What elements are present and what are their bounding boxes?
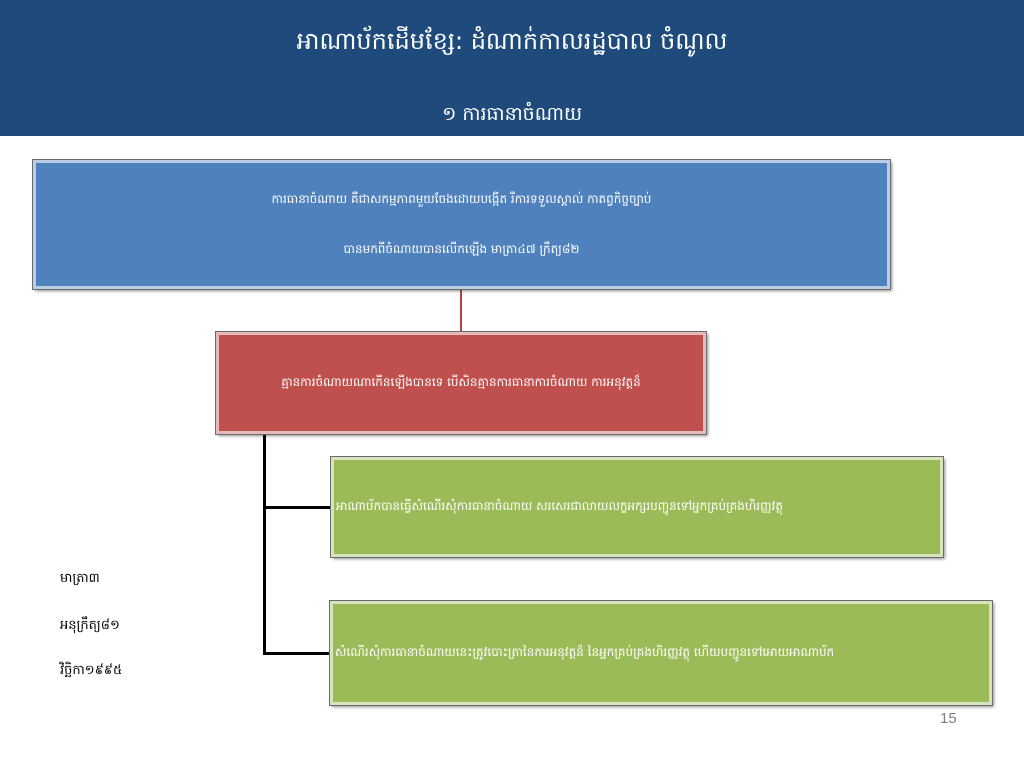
connector-green2 bbox=[263, 652, 330, 655]
rule-text: គ្មានការចំណាយណាកើនឡើងបានទេ បើសិនគ្មានការ… bbox=[281, 375, 641, 389]
step-box-2: សំណើរសុំការធានាចំណាយនេះត្រូវបោះត្រានៃការ… bbox=[329, 600, 993, 706]
ref-subdecree: អនុក្រឹត្យ៨១ bbox=[60, 618, 120, 633]
step-2-text: សំណើរសុំការធានាចំណាយនេះត្រូវបោះត្រានៃការ… bbox=[335, 645, 835, 659]
slide-subtitle: ១ ការធានាចំណាយ bbox=[441, 103, 583, 125]
definition-line-1: ការធានាចំណាយ គឺជាសកម្មភាពមួយចែងដោយបង្កើត… bbox=[271, 192, 652, 206]
page-number: 15 bbox=[940, 710, 957, 727]
connector-blue-red bbox=[460, 289, 462, 332]
rule-box: គ្មានការចំណាយណាកើនឡើងបានទេ បើសិនគ្មានការ… bbox=[215, 331, 707, 435]
definition-box: ការធានាចំណាយ គឺជាសកម្មភាពមួយចែងដោយបង្កើត… bbox=[32, 159, 891, 290]
connector-vertical bbox=[263, 434, 266, 655]
ref-article: មាត្រា៣ bbox=[60, 571, 100, 586]
slide-title: អាណាប័កដើមខ្សែ: ដំណាក់កាលរដ្ឋបាល ចំណូល bbox=[296, 27, 728, 55]
ref-date: វិច្ឆិកា១៩៩៥ bbox=[60, 663, 123, 678]
step-box-1: អាណាប័កបានធ្វើសំណើរសុំការធានាចំណាយ សរសេរ… bbox=[330, 456, 944, 558]
definition-line-2: បានមកពីចំណាយបានលើកឡើង មាត្រា៤៧ ក្រឹត្យ៨២ bbox=[343, 242, 580, 256]
connector-green1 bbox=[263, 506, 331, 509]
title-banner: អាណាប័កដើមខ្សែ: ដំណាក់កាលរដ្ឋបាល ចំណូល ១… bbox=[0, 0, 1024, 136]
step-1-text: អាណាប័កបានធ្វើសំណើរសុំការធានាចំណាយ សរសេរ… bbox=[336, 499, 783, 513]
